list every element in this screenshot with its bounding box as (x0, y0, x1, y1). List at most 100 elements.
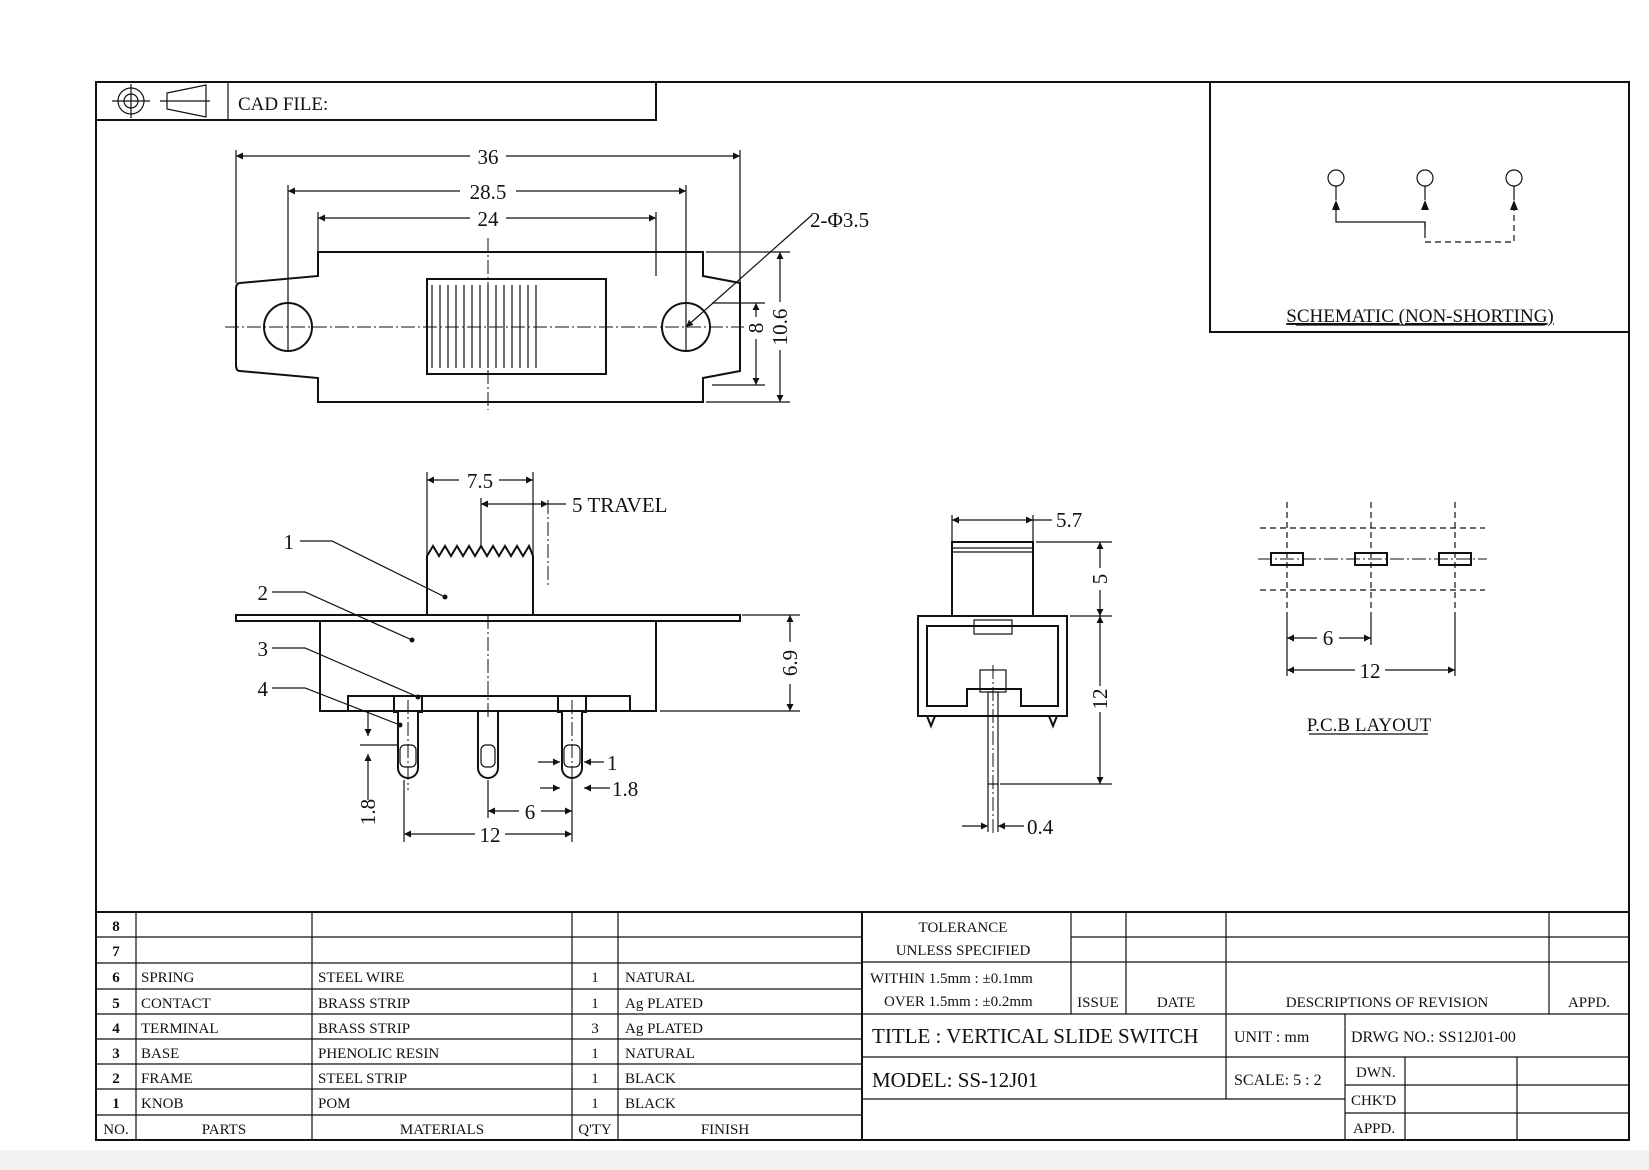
date-header: DATE (1157, 995, 1195, 1011)
row-no: 5 (112, 996, 120, 1012)
row-material: STEEL WIRE (318, 970, 404, 986)
pcb-dim-12: 12 (1360, 659, 1381, 683)
dim-12-end: 12 (1088, 689, 1112, 710)
drawing-title: TITLE : VERTICAL SLIDE SWITCH (872, 1024, 1199, 1048)
row-qty: 1 (591, 1096, 599, 1112)
parts-header-row: NO. PARTS MATERIALS Q'TY FINISH (103, 1122, 749, 1138)
dwn-label: DWN. (1356, 1065, 1396, 1081)
row-finish: Ag PLATED (625, 1021, 703, 1037)
dim-5-7: 5.7 (1056, 508, 1082, 532)
row-part: SPRING (141, 970, 195, 986)
model-number: MODEL: SS-12J01 (872, 1068, 1038, 1092)
row-no: 7 (112, 944, 120, 960)
row-finish: BLACK (625, 1096, 676, 1112)
callout-4: 4 (258, 677, 269, 701)
dim-pin-1-8-right: 1.8 (612, 777, 638, 801)
row-material: POM (318, 1096, 351, 1112)
callout-1: 1 (284, 530, 295, 554)
row-finish: NATURAL (625, 970, 695, 986)
row-material: BRASS STRIP (318, 1021, 410, 1037)
row-qty: 1 (591, 1071, 599, 1087)
dim-36: 36 (478, 145, 499, 169)
dim-24: 24 (478, 207, 500, 231)
parts-row-1: 1 KNOB POM 1 BLACK (112, 1096, 676, 1112)
dim-7-5: 7.5 (467, 469, 493, 493)
dim-holes: 2-Φ3.5 (810, 208, 869, 232)
row-no: 3 (112, 1046, 120, 1062)
row-qty: 1 (591, 1046, 599, 1062)
callout-2: 2 (258, 581, 269, 605)
dim-8: 8 (744, 323, 768, 334)
dim-6: 6 (525, 800, 536, 824)
title-block: TOLERANCE UNLESS SPECIFIED WITHIN 1.5mm … (862, 912, 1629, 1140)
callout-3: 3 (258, 637, 269, 661)
row-no: 2 (112, 1071, 120, 1087)
top-view: 36 28.5 24 2-Φ3.5 8 10.6 (225, 143, 869, 410)
tolerance-line2: UNLESS SPECIFIED (896, 943, 1031, 959)
pcb-dim-6: 6 (1323, 626, 1334, 650)
row-no: 8 (112, 919, 120, 935)
dim-travel: 5 TRAVEL (572, 493, 667, 517)
row-qty: 3 (591, 1021, 599, 1037)
dim-pin-1: 1 (607, 751, 618, 775)
parts-row-3: 3 BASE PHENOLIC RESIN 1 NATURAL (112, 1046, 695, 1062)
pcb-layout-caption: P.C.B LAYOUT (1307, 715, 1432, 736)
header-qty: Q'TY (578, 1122, 612, 1138)
row-qty: 1 (591, 996, 599, 1012)
drawing-number: DRWG NO.: SS12J01-00 (1351, 1029, 1516, 1046)
schematic-caption: SCHEMATIC (NON-SHORTING) (1286, 306, 1554, 327)
chkd-label: CHK'D (1351, 1093, 1396, 1109)
parts-row-6: 6 SPRING STEEL WIRE 1 NATURAL (112, 970, 695, 986)
dim-pin-1-8-left: 1.8 (356, 799, 380, 825)
row-material: STEEL STRIP (318, 1071, 407, 1087)
cad-file-header: CAD FILE: (96, 82, 657, 121)
revision-appd-header: APPD. (1568, 995, 1610, 1011)
descriptions-header: DESCRIPTIONS OF REVISION (1286, 995, 1489, 1011)
cad-file-label: CAD FILE: (238, 94, 328, 115)
header-materials: MATERIALS (400, 1122, 484, 1138)
dim-10-6: 10.6 (768, 309, 792, 346)
unit-label: UNIT : mm (1234, 1029, 1310, 1046)
scale-label: SCALE: 5 : 2 (1234, 1072, 1322, 1089)
header-parts: PARTS (202, 1122, 246, 1138)
terminal-pins (393, 696, 587, 790)
row-finish: BLACK (625, 1071, 676, 1087)
row-part: BASE (141, 1046, 179, 1062)
appd-label: APPD. (1353, 1121, 1395, 1137)
tolerance-within: WITHIN 1.5mm : ±0.1mm (870, 971, 1033, 987)
row-no: 1 (112, 1096, 120, 1112)
header-no: NO. (103, 1122, 128, 1138)
row-part: TERMINAL (141, 1021, 219, 1037)
header-finish: FINISH (701, 1122, 750, 1138)
parts-row-7: 7 (112, 944, 120, 960)
parts-row-5: 5 CONTACT BRASS STRIP 1 Ag PLATED (112, 996, 703, 1012)
first-angle-projection-icon (112, 84, 210, 118)
parts-row-2: 2 FRAME STEEL STRIP 1 BLACK (112, 1071, 676, 1087)
dim-12: 12 (480, 823, 501, 847)
row-material: PHENOLIC RESIN (318, 1046, 439, 1062)
parts-row-4: 4 TERMINAL BRASS STRIP 3 Ag PLATED (112, 1021, 703, 1037)
row-no: 4 (112, 1021, 120, 1037)
tolerance-line1: TOLERANCE (919, 920, 1008, 936)
tolerance-over: OVER 1.5mm : ±0.2mm (884, 994, 1033, 1010)
row-part: FRAME (141, 1071, 193, 1087)
row-qty: 1 (591, 970, 599, 986)
row-finish: Ag PLATED (625, 996, 703, 1012)
dim-28-5: 28.5 (470, 180, 507, 204)
pcb-layout: 6 12 P.C.B LAYOUT (1258, 502, 1487, 736)
parts-row-8: 8 (112, 919, 120, 935)
parts-list-table: 8 7 6 SPRING STEEL WIRE 1 NATURAL 5 CONT… (96, 911, 1629, 1140)
row-part: KNOB (141, 1096, 184, 1112)
schematic: SCHEMATIC (NON-SHORTING) (1209, 82, 1629, 333)
end-view: 5.7 5 12 0.4 (917, 508, 1112, 839)
dim-0-4: 0.4 (1027, 815, 1054, 839)
row-no: 6 (112, 970, 120, 986)
row-part: CONTACT (141, 996, 211, 1012)
dim-6-9: 6.9 (778, 650, 802, 676)
row-finish: NATURAL (625, 1046, 695, 1062)
row-material: BRASS STRIP (318, 996, 410, 1012)
issue-header: ISSUE (1077, 995, 1119, 1011)
dim-5: 5 (1088, 574, 1112, 585)
side-view: 1 2 3 4 7.5 5 TRAVEL 6.9 1.8 1 1.8 (235, 468, 802, 847)
